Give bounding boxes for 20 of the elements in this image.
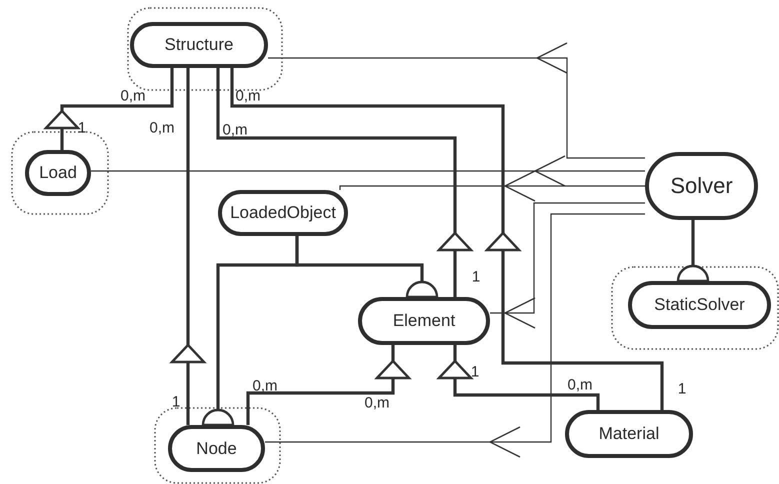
class-box: Element [358,297,490,345]
multiplicity-label: 0,m [236,88,260,104]
class-box: Material [565,410,693,458]
multiplicity-label: 0,m [150,120,174,136]
multiplicity-label: 1 [678,382,686,396]
class-box: StaticSolver [628,281,771,329]
class-box: Solver [645,152,758,220]
multiplicity-label: 1 [172,394,180,410]
multiplicity-label: 1 [470,364,480,380]
class-box: LoadedObject [218,190,348,236]
multiplicity-label: 0,m [568,378,592,392]
multiplicity-label: 0,m [364,396,390,410]
multiplicity-label: 0,m [222,122,248,138]
class-box: Structure [130,22,268,68]
multiplicity-label: 0,m [120,88,146,104]
class-box: Node [168,425,265,472]
class-box: Load [25,150,91,196]
multiplicity-label: 1 [472,270,480,284]
multiplicity-label: 0,m [252,378,278,394]
multiplicity-label: 1 [78,120,86,136]
